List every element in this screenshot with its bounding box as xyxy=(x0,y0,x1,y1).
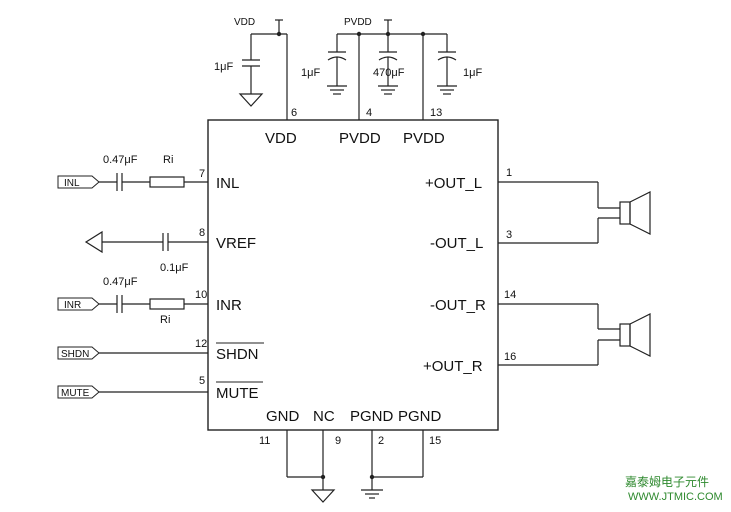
pin-num-pvdd-b: 13 xyxy=(430,107,442,119)
speaker-right-cone xyxy=(629,313,651,357)
pin-num-nc: 9 xyxy=(335,435,341,447)
inl-input-section: INL 0.47μF Ri 7 xyxy=(57,154,208,191)
pin-label-nc: NC xyxy=(313,408,335,425)
pin-label-pvdd-b: PVDD xyxy=(403,130,445,147)
pin-label-mute: MUTE xyxy=(216,385,259,402)
inr-input-port xyxy=(57,297,100,311)
pin-num-inl: 7 xyxy=(199,168,205,180)
resistor-inr xyxy=(149,298,185,310)
right-speaker-section: 14 16 xyxy=(498,289,651,366)
junction-dot xyxy=(276,31,282,37)
pin-num-vdd: 6 xyxy=(291,107,297,119)
speaker-left-cone xyxy=(629,191,651,235)
pin-num-vref: 8 xyxy=(199,227,205,239)
pin-num-out-r-pos: 16 xyxy=(504,351,516,363)
c-pvdd-1-value: 1μF xyxy=(301,67,320,79)
pin-label-shdn: SHDN xyxy=(216,346,259,363)
bottom-ground-section: 11 9 2 15 xyxy=(259,430,441,503)
shdn-input-port xyxy=(57,346,100,360)
shdn-input-label: SHDN xyxy=(61,349,89,360)
pin-label-out-l-pos: +OUT_L xyxy=(425,175,482,192)
pin-num-out-l-neg: 3 xyxy=(506,229,512,241)
pin-num-gnd: 11 xyxy=(259,435,270,447)
pin-label-gnd: GND xyxy=(266,408,300,425)
analog-ground-symbol xyxy=(84,230,103,254)
resistor-inl xyxy=(149,176,185,188)
speaker-right-magnet xyxy=(619,323,631,347)
inr-input-label: INR xyxy=(64,300,81,311)
c-vdd-value: 1μF xyxy=(214,61,233,73)
pvdd-supply-label: PVDD xyxy=(344,17,372,28)
left-speaker-section: 1 3 xyxy=(498,167,651,244)
c-vref-value: 0.1μF xyxy=(160,262,189,274)
pin-label-pgnd-b: PGND xyxy=(398,408,442,425)
pin-label-out-l-neg: -OUT_L xyxy=(430,235,483,252)
pin-num-pgnd-b: 15 xyxy=(429,435,441,447)
pvdd-supply-section: PVDD 1μF 470μF 1μF 4 xyxy=(301,17,482,120)
c-pvdd-3-value: 1μF xyxy=(463,67,482,79)
mute-input-port xyxy=(57,385,100,399)
shdn-input-section: SHDN 12 xyxy=(57,338,208,360)
inr-input-section: INR 0.47μF Ri 10 xyxy=(57,276,208,326)
pin-num-mute: 5 xyxy=(199,375,205,387)
pin-num-inr: 10 xyxy=(195,289,207,301)
pin-label-inr: INR xyxy=(216,297,242,314)
watermark-cn: 嘉泰姆电子元件 xyxy=(625,475,709,489)
junction-dot xyxy=(369,474,375,480)
ground-symbol xyxy=(310,489,336,503)
vdd-supply-section: VDD 1μF 6 xyxy=(214,17,297,120)
pin-label-inl: INL xyxy=(216,175,239,192)
vdd-supply-label: VDD xyxy=(234,17,255,28)
pin-label-out-r-neg: -OUT_R xyxy=(430,297,486,314)
inl-input-port xyxy=(57,175,100,189)
r-inl-value: Ri xyxy=(163,154,173,166)
pin-label-pvdd-a: PVDD xyxy=(339,130,381,147)
speaker-left-magnet xyxy=(619,201,631,225)
junction-dot xyxy=(320,474,326,480)
vref-section: 0.1μF 8 xyxy=(84,227,208,274)
watermark-url: WWW.JTMIC.COM xyxy=(628,491,723,503)
pin-label-vdd: VDD xyxy=(265,130,297,147)
c-inl-value: 0.47μF xyxy=(103,154,138,166)
inl-input-label: INL xyxy=(64,178,80,189)
pin-num-shdn: 12 xyxy=(195,338,207,350)
pin-num-out-l-pos: 1 xyxy=(506,167,512,179)
c-inr-value: 0.47μF xyxy=(103,276,138,288)
mute-input-label: MUTE xyxy=(61,388,90,399)
pin-label-vref: VREF xyxy=(216,235,256,252)
pin-num-pvdd-a: 4 xyxy=(366,107,372,119)
pin-label-pgnd-a: PGND xyxy=(350,408,394,425)
pin-num-pgnd-a: 2 xyxy=(378,435,384,447)
pin-label-out-r-pos: +OUT_R xyxy=(423,358,483,375)
ground-symbol xyxy=(238,93,264,107)
c-pvdd-2-value: 470μF xyxy=(373,67,405,79)
r-inr-value: Ri xyxy=(160,314,170,326)
pin-num-out-r-neg: 14 xyxy=(504,289,516,301)
ic-body xyxy=(207,119,499,431)
mute-input-section: MUTE 5 xyxy=(57,375,208,399)
